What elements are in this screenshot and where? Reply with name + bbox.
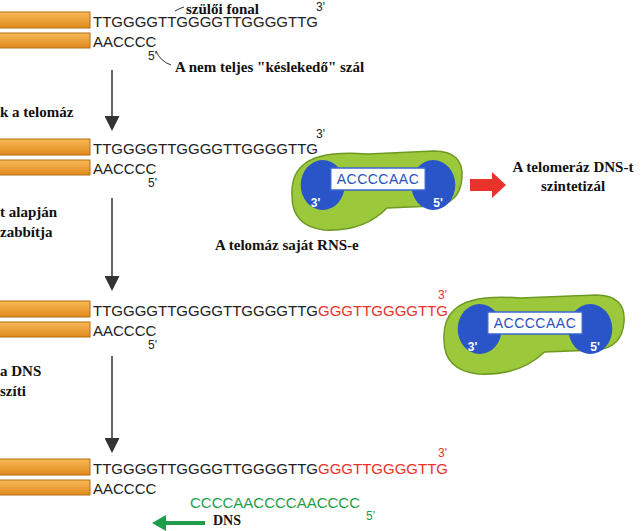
- strand-end: 5': [590, 340, 600, 354]
- rna-template: ACCCCAAC: [337, 171, 420, 187]
- strand-end: 5': [366, 510, 375, 523]
- strand-end: 3': [438, 447, 447, 460]
- dna-sequence: AACCCC: [93, 322, 156, 339]
- step-arrows: [111, 70, 113, 450]
- dna-sequence: TTGGGGTTGGGGTTGGGGTTG: [93, 140, 318, 157]
- step-text: t alapján: [0, 203, 57, 221]
- strand-end: 5': [148, 177, 157, 190]
- dna-sequence: TTGGGGTTGGGGTTGGGGTTG: [93, 302, 318, 319]
- synthesis-arrow: [470, 172, 506, 198]
- strand-end: 5': [148, 50, 157, 63]
- part-label: A telomeráz DNS-t szintetizál: [508, 158, 638, 196]
- strand-end: 5': [433, 196, 443, 210]
- dna-sequence: GGGTTGGGGTTG: [318, 302, 448, 319]
- part-label: A telomáz saját RNS-e: [215, 236, 359, 254]
- dna-sequence: GGGTTGGGGTTG: [318, 460, 448, 477]
- dna-sequence: AACCCC: [93, 160, 156, 177]
- step-text: k a telomáz: [0, 103, 73, 121]
- enzyme-outline: [440, 290, 630, 378]
- telomerase-enzyme: ACCCCAAC 3' 5': [440, 290, 630, 378]
- step-text: szíti: [0, 382, 26, 400]
- dna-sequence: TTGGGGTTGGGGTTGGGGTTG: [93, 13, 318, 30]
- strand-end: 3': [438, 289, 447, 302]
- strand-end: 3': [316, 128, 325, 141]
- dna-sequence: CCCCAACCCCAACCCC: [190, 494, 360, 511]
- dna-sequence: AACCCC: [93, 33, 156, 50]
- rna-template: ACCCCAAC: [494, 315, 577, 331]
- strand-end: 5': [148, 339, 157, 352]
- enzyme-outline: [288, 146, 468, 234]
- chromosome-bars: [0, 12, 90, 495]
- part-label: A nem teljes "késlekedő" szál: [175, 58, 364, 76]
- strand-end: 3': [468, 340, 478, 354]
- strand-end: 3': [316, 1, 325, 14]
- dna-sequence: AACCCC: [93, 480, 156, 497]
- part-label: DNS: [213, 512, 241, 530]
- strand-end: 3': [311, 196, 321, 210]
- step-text: zabbítja: [0, 223, 53, 241]
- new-dna-arrow: [152, 515, 205, 531]
- step-text: a DNS: [0, 362, 41, 380]
- dna-sequence: TTGGGGTTGGGGTTGGGGTTG: [93, 460, 318, 477]
- telomerase-enzyme: ACCCCAAC 3' 5': [288, 146, 468, 234]
